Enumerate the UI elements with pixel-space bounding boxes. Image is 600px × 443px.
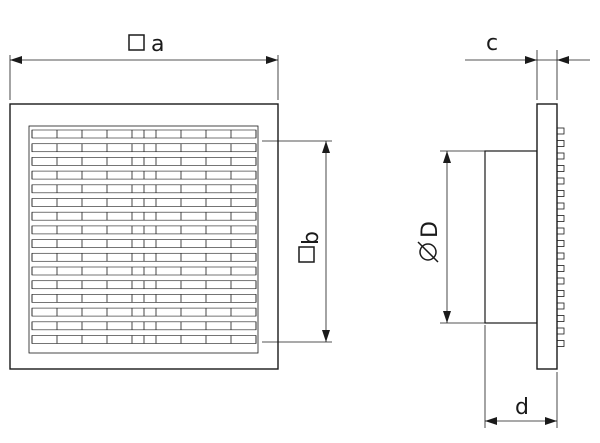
- flange-plate: [536, 103, 558, 370]
- louver-fin: [556, 127, 565, 135]
- louver-fin: [556, 190, 565, 197]
- louver-fin: [556, 177, 565, 185]
- louver-fins: [556, 127, 565, 347]
- louver-fin: [556, 140, 565, 147]
- dimension-D: D: [417, 150, 485, 324]
- louver-fin: [556, 340, 565, 347]
- louver-fin: [556, 202, 565, 210]
- louver-fin: [556, 252, 565, 260]
- louver-fin: [556, 315, 565, 322]
- louver-fin: [556, 215, 565, 222]
- dimension-label-D: D: [418, 221, 443, 238]
- louver-fin: [556, 227, 565, 235]
- louver-fin: [556, 152, 565, 160]
- dimension-label-a: a: [151, 32, 164, 57]
- diameter-symbol: [417, 241, 439, 263]
- dimension-label-c: c: [486, 31, 498, 56]
- dimension-label-b: b: [299, 231, 324, 245]
- dimension-c: c: [465, 31, 590, 100]
- front-view: [9, 103, 279, 370]
- dimension-b: b: [262, 140, 332, 343]
- square-symbol-a: [128, 34, 145, 51]
- square-symbol-b: [298, 246, 315, 263]
- louver-fin: [556, 165, 565, 172]
- duct-spigot: [484, 150, 538, 324]
- dimension-d: d: [484, 325, 558, 428]
- louver-fin: [556, 290, 565, 297]
- dimension-label-d: d: [515, 395, 529, 420]
- louver-grid: [31, 129, 257, 344]
- louver-fin: [556, 277, 565, 285]
- louver-fin: [556, 265, 565, 272]
- louver-fin: [556, 302, 565, 310]
- louver-fin: [556, 327, 565, 335]
- side-view: [484, 103, 565, 370]
- dimension-a: a: [9, 32, 279, 100]
- inner-opening: [28, 125, 259, 354]
- louver-fin: [556, 240, 565, 247]
